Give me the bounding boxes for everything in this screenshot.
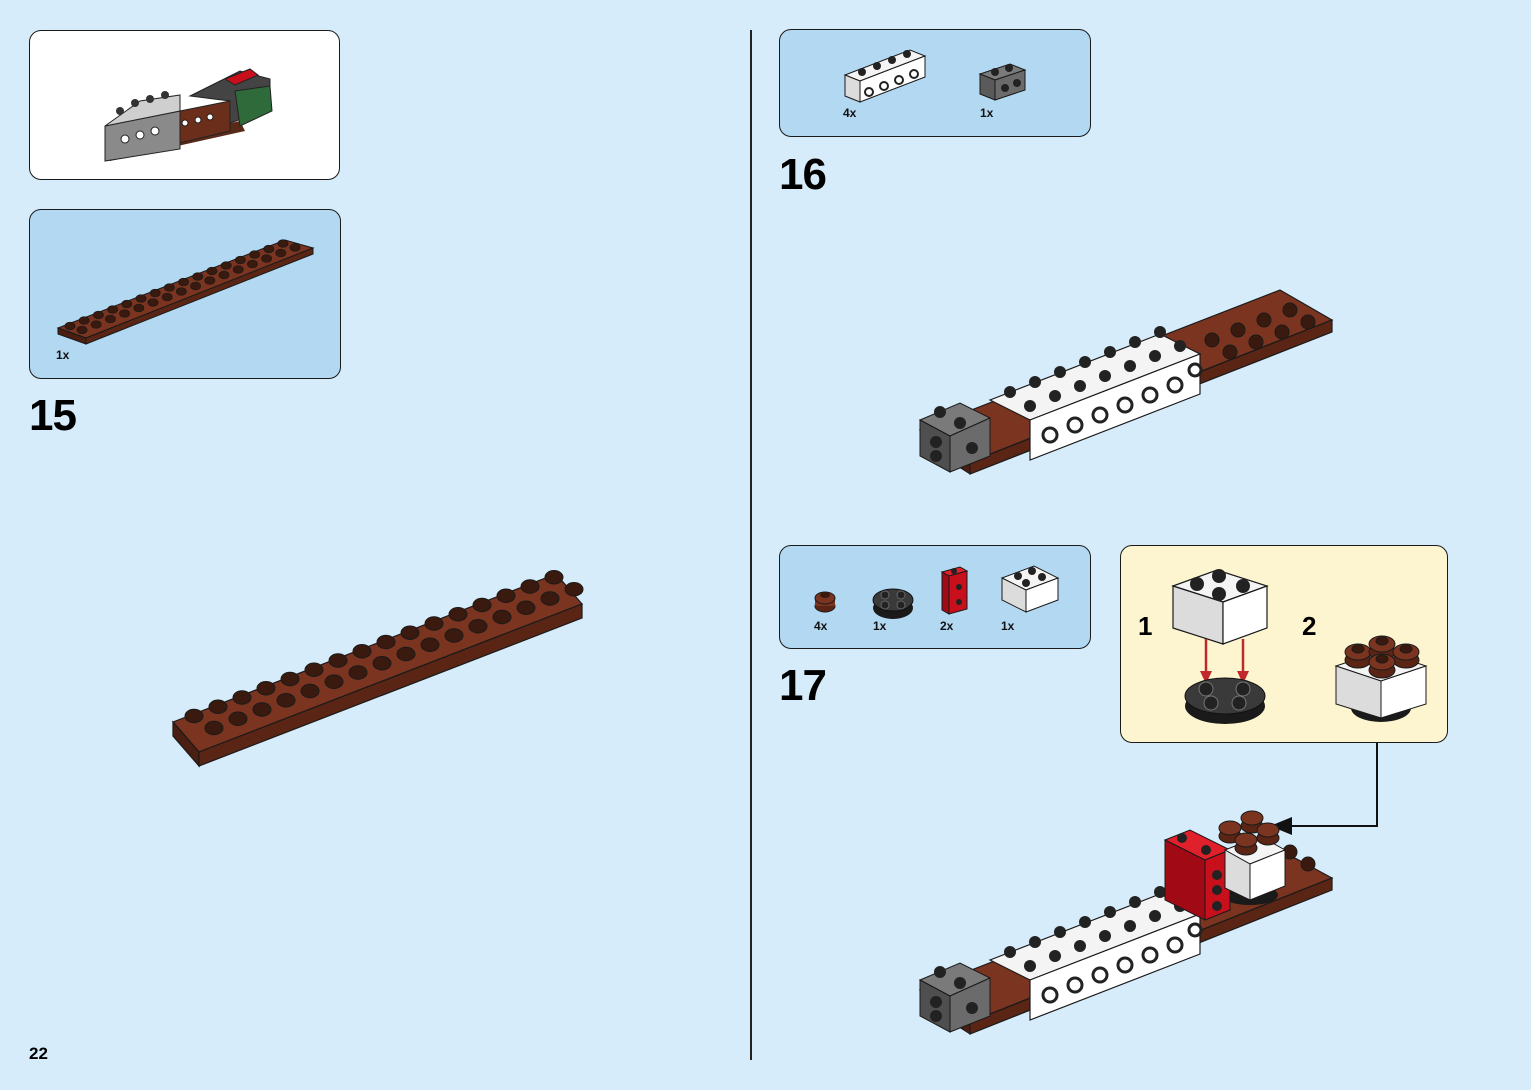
step-number-15: 15 [29, 391, 77, 440]
part-quantity: 1x [980, 106, 994, 120]
part-quantity: 4x [843, 106, 857, 120]
substep-number-1: 1 [1138, 611, 1153, 641]
red-brick-1x1-studs-side-icon [940, 566, 969, 615]
submodel-callout: 1 2 [1120, 545, 1448, 743]
substep-number-2: 2 [1302, 611, 1317, 641]
part-quantity: 1x [56, 348, 70, 362]
part-quantity: 2x [940, 619, 954, 633]
preview-panel [29, 30, 340, 180]
step-17-assembly [918, 810, 1334, 1035]
completed-vehicle-icon [104, 68, 273, 162]
part-quantity: 1x [1001, 619, 1015, 633]
step-number-17: 17 [779, 661, 827, 710]
brown-plate-2x16-icon [56, 239, 315, 345]
step-16-assembly [918, 289, 1334, 475]
parts-list-step-15: 1x [29, 209, 341, 379]
part-quantity: 4x [814, 619, 828, 633]
white-brick-2x2-icon [1000, 565, 1060, 613]
substep-1-illustration [1171, 569, 1269, 724]
grey-brick-1x1-studs-side-icon [978, 63, 1027, 101]
page-divider [750, 30, 752, 1060]
white-brick-1x4-studs-side-icon [843, 49, 927, 103]
black-turntable-2x2-icon [872, 588, 914, 619]
page-number: 22 [29, 1044, 48, 1063]
substep-2-illustration [1334, 635, 1428, 722]
part-quantity: 1x [873, 619, 887, 633]
parts-list-step-17: 4x 1x 2x 1x [779, 545, 1091, 649]
parts-list-step-16: 4x 1x [779, 29, 1091, 137]
brown-round-plate-1x1-icon [814, 591, 836, 613]
brown-plate-assembly [171, 570, 584, 768]
step-number-16: 16 [779, 150, 827, 199]
